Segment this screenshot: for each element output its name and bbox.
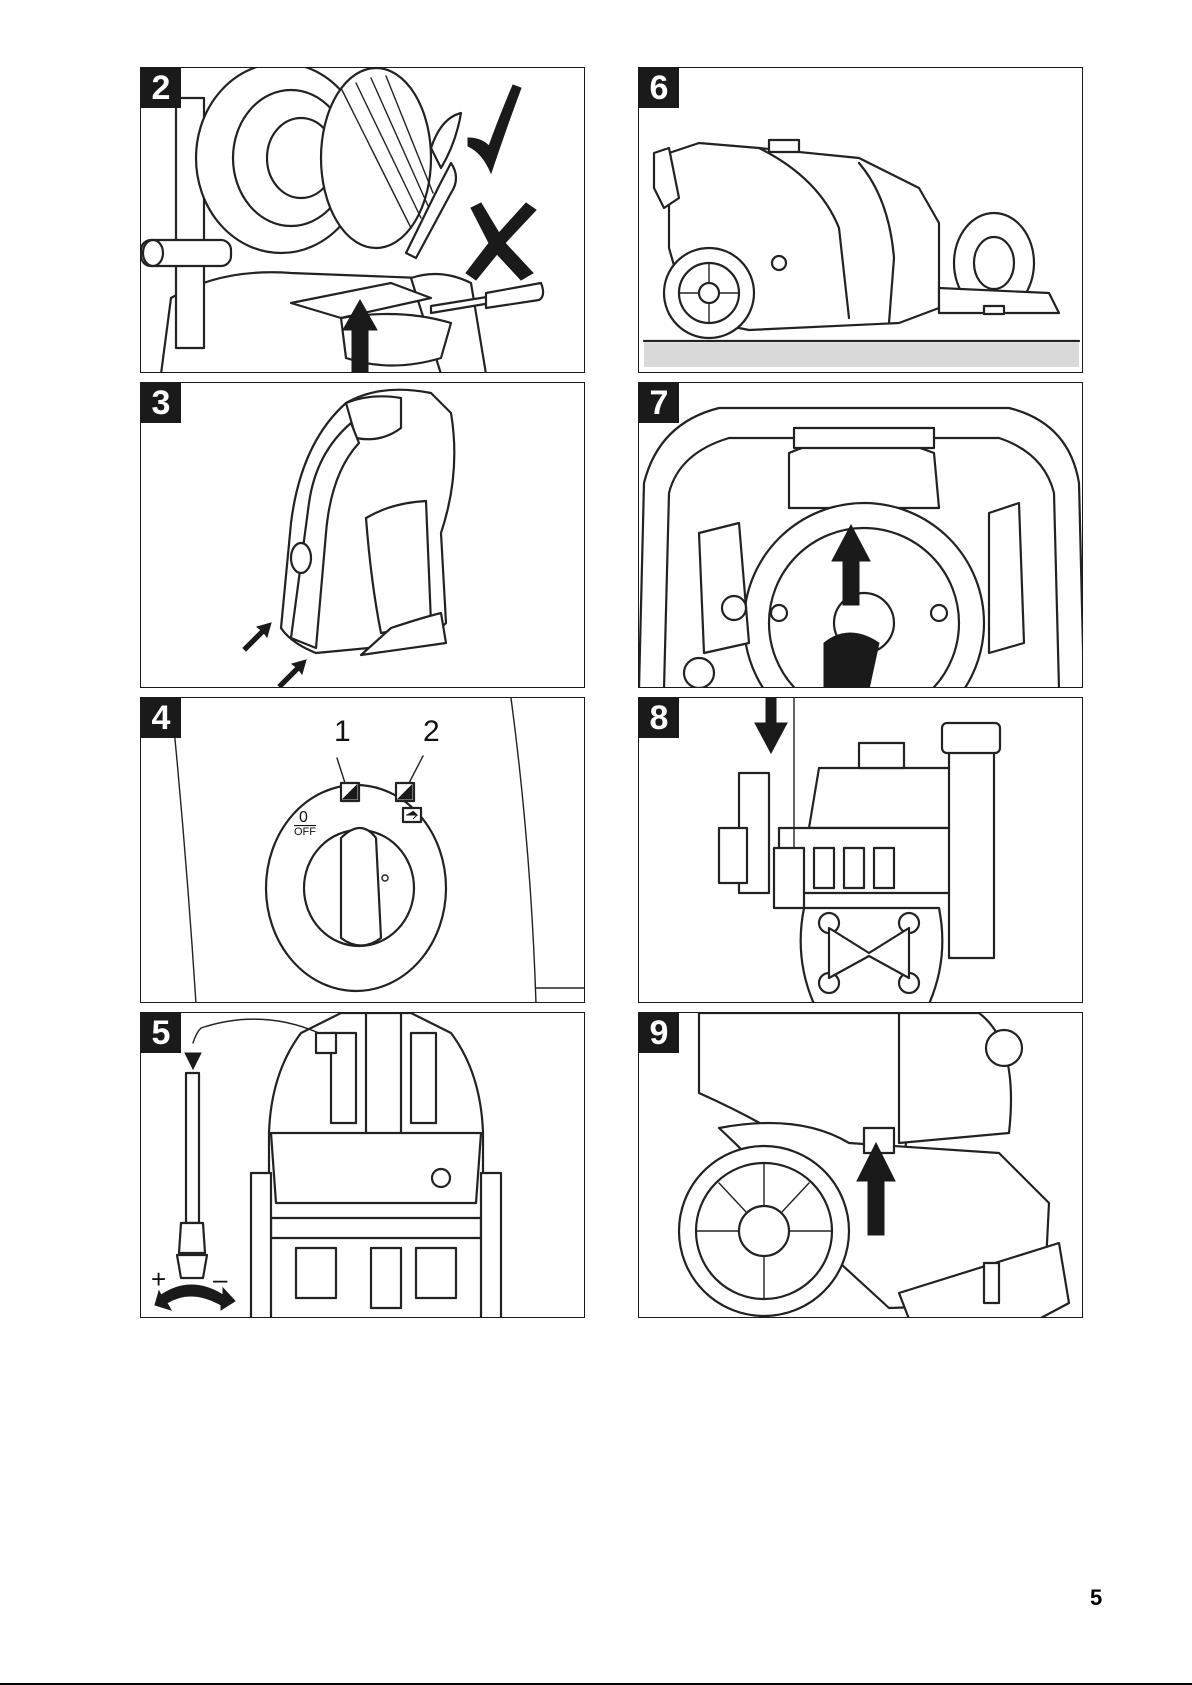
minus-label: – (213, 1264, 228, 1294)
figure-5: 5 + – (140, 1012, 585, 1318)
switch-off-number: 0 (299, 809, 308, 826)
figure-9: 9 (638, 1012, 1083, 1318)
switch-off-text: OFF (294, 826, 316, 838)
figure-number: 2 (141, 68, 181, 108)
figure-number: 6 (639, 68, 679, 108)
page-number: 5 (1090, 1585, 1102, 1611)
figure-7: 7 (638, 382, 1083, 688)
figure-number: 3 (141, 383, 181, 423)
figure-9-illustration (639, 1013, 1083, 1318)
callout-1-label: 1 (334, 715, 351, 748)
figure-6-illustration (639, 68, 1083, 373)
figure-2: 2 (140, 67, 585, 373)
figure-number: 5 (141, 1013, 181, 1053)
figure-2-illustration (141, 68, 585, 373)
figure-5-labels: + – (141, 1013, 585, 1318)
figure-number: 9 (639, 1013, 679, 1053)
figure-number: 4 (141, 698, 181, 738)
plus-label: + (151, 1264, 166, 1294)
figure-6: 6 (638, 67, 1083, 373)
figure-8-illustration (639, 698, 1083, 1003)
figure-8: 8 (638, 697, 1083, 1003)
callout-2-label: 2 (423, 715, 440, 748)
figure-3: 3 (140, 382, 585, 688)
figure-4: 4 1 2 0 OFF (140, 697, 585, 1003)
figure-number: 7 (639, 383, 679, 423)
figure-3-illustration (141, 383, 585, 688)
figure-number: 8 (639, 698, 679, 738)
figure-4-labels: 1 2 0 OFF (141, 698, 585, 1003)
figure-7-illustration (639, 383, 1083, 688)
